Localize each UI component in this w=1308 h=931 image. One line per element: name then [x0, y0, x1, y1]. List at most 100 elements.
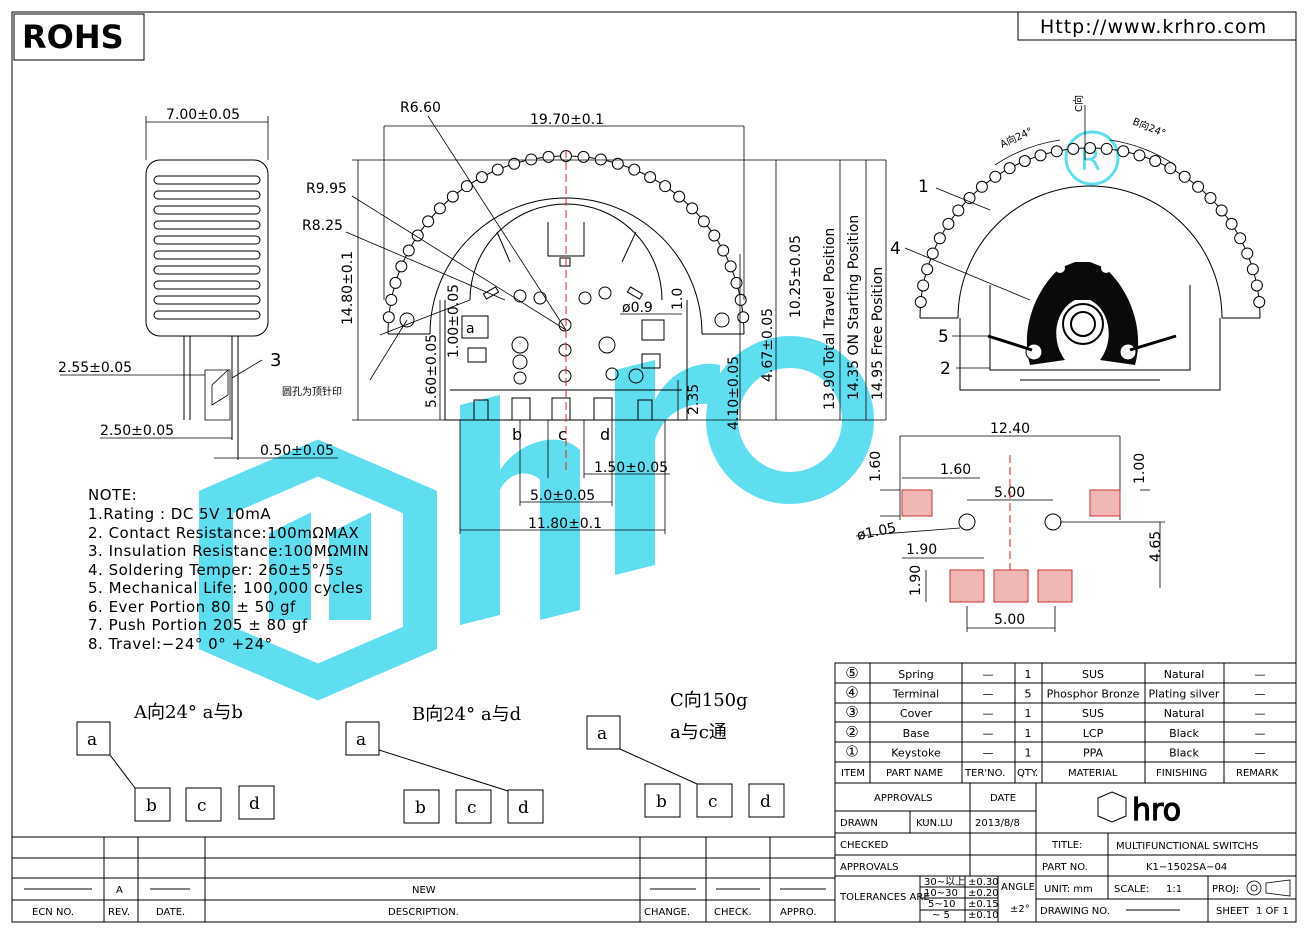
- bom-cell-ter: —: [983, 746, 994, 759]
- tb-partno-label: PART NO.: [1042, 862, 1088, 873]
- bom-cell-remark: —: [1255, 746, 1266, 759]
- pcb-100: 1.00: [1132, 453, 1148, 484]
- tb-checked: CHECKED: [840, 840, 889, 851]
- dim-255: 2.55±0.05: [58, 360, 132, 376]
- tol-range: 10~30: [924, 888, 958, 899]
- bom-cell-remark: —: [1255, 668, 1266, 681]
- tb-drawing-no: DRAWING NO.: [1040, 906, 1110, 917]
- bom-cell-remark: —: [1255, 727, 1266, 740]
- tb-partno: K1−1502SA−04: [1146, 862, 1227, 873]
- state-c-caption-2: a与c通: [670, 722, 727, 743]
- pcb-layout: 12.40 1.60 1.60 1.00 5.00 ø1.05 4.65 1.9…: [856, 421, 1165, 632]
- state-b-caption: B向24° a与d: [412, 704, 521, 725]
- bom-hdr-material: MATERIAL: [1068, 768, 1118, 779]
- state-c-caption-1: C向150g: [670, 690, 748, 711]
- dim-1025: 10.25±0.05: [788, 235, 804, 318]
- callout-2: 2: [940, 359, 951, 379]
- bom-cell-item: ⑤: [845, 664, 858, 682]
- tol-value: ±0.10: [968, 910, 999, 921]
- hdr-ecn: ECN NO.: [32, 907, 74, 918]
- tb-sheet: SHEET: [1216, 906, 1250, 917]
- bom-cell-finish: Natural: [1164, 668, 1205, 681]
- bom-cell-qty: 1: [1025, 727, 1032, 740]
- tb-drawn: DRAWN: [840, 818, 878, 829]
- state-b-d: d: [518, 798, 529, 818]
- state-a-b: b: [146, 796, 157, 816]
- state-a-d: d: [249, 794, 260, 814]
- pad: [901, 489, 933, 517]
- tb-scale: 1:1: [1166, 884, 1182, 895]
- website-url: Http://www.krhro.com: [1040, 16, 1267, 38]
- tb-approvals: APPROVALS: [874, 793, 933, 804]
- revision-block: A NEW ECN NO. REV. DATE. DESCRIPTION. CH…: [12, 836, 835, 922]
- dim-250: 2.50±0.05: [100, 423, 174, 439]
- bom-cell-material: SUS: [1082, 707, 1104, 720]
- bom-cell-qty: 1: [1025, 707, 1032, 720]
- bom-cell-qty: 5: [1025, 688, 1032, 701]
- pad: [949, 569, 985, 603]
- tol-value: ±0.30: [968, 877, 999, 888]
- bom-cell-material: Phosphor Bronze: [1047, 688, 1140, 701]
- note-line: 8. Travel:−24° 0° +24°: [88, 635, 273, 653]
- state-c-a: a: [597, 724, 607, 744]
- bom-cell-ter: —: [983, 727, 994, 740]
- rev-value: A: [116, 885, 123, 896]
- bom-cell-part: Cover: [900, 707, 933, 720]
- dim-100: 1.00±0.05: [446, 284, 462, 358]
- radius-825: R8.25: [302, 218, 343, 234]
- tb-angle: ANGLE: [1001, 882, 1035, 893]
- pcb-465: 4.65: [1148, 531, 1164, 562]
- bom-cell-ter: —: [983, 707, 994, 720]
- state-a-a: a: [87, 730, 97, 750]
- note-line: 7. Push Portion 205 ± 80 gf: [88, 616, 308, 634]
- pcb-190a: 1.90: [906, 542, 937, 558]
- dir-b: B向24°: [1131, 115, 1168, 140]
- tb-tolerances: TOLERANCES ARE: [839, 892, 930, 903]
- bom-hdr-part: PART NAME: [886, 768, 943, 779]
- bom-cell-part: Base: [903, 727, 930, 740]
- free-pos: 14.95 Free Position: [870, 267, 886, 400]
- rohs-box: [13, 13, 145, 61]
- bom-cell-item: ③: [845, 703, 858, 721]
- state-c-b: b: [656, 792, 667, 812]
- rohs-label: ROHS: [22, 18, 124, 56]
- tol-range: 5~10: [928, 899, 955, 910]
- dim-1180: 11.80±0.1: [528, 516, 602, 532]
- tb-title: MULTIFUNCTIONAL SWITCHS: [1116, 841, 1258, 852]
- radius-660: R6.60: [400, 100, 441, 116]
- hdr-desc: DESCRIPTION.: [388, 907, 459, 918]
- side-view: 7.00±0.05 2.55±0.05 2.50±0.05 0.50±0.05 …: [58, 107, 338, 460]
- bom-hdr-item: ITEM: [841, 768, 865, 779]
- bom-cell-item: ①: [845, 742, 858, 760]
- bom-cell-part: Keystoke: [891, 746, 941, 759]
- bom-cell-ter: —: [983, 668, 994, 681]
- note-line: 4. Soldering Temper: 260±5°/5s: [88, 561, 343, 579]
- front-view: 19.70±0.1 R6.60 R9.95 R8.25 14.80±0.1 5.…: [282, 100, 887, 534]
- hdr-check: CHECK.: [714, 907, 752, 918]
- total-travel: 13.90 Total Travel Position: [822, 228, 838, 410]
- bom-cell-qty: 1: [1025, 746, 1032, 759]
- url-box: [1017, 11, 1297, 41]
- internal-view: A向24° C向 B向24° 1 4 5 2: [890, 95, 1266, 391]
- tol-range: ~ 5: [932, 910, 950, 921]
- dim-50: 5.0±0.05: [530, 488, 595, 504]
- note-line: 3. Insulation Resistance:100MΩMIN: [88, 542, 369, 560]
- callout-4: 4: [890, 239, 901, 259]
- bom-cell-material: LCP: [1083, 727, 1104, 740]
- state-a-c: c: [197, 796, 207, 816]
- tb-approvals2: APPROVALS: [840, 862, 899, 873]
- state-diagrams: A向24° a与b a b c d B向24° a与d a b c d C向15…: [76, 690, 785, 824]
- rev-description: NEW: [412, 885, 436, 896]
- bom-cell-finish: Natural: [1164, 707, 1205, 720]
- dim-10: 1.0: [670, 288, 686, 310]
- tb-angle-val: ±2°: [1010, 904, 1030, 915]
- tb-drawn-date: 2013/8/8: [975, 818, 1020, 829]
- bom-cell-ter: —: [983, 688, 994, 701]
- dim-150: 1.50±0.05: [594, 460, 668, 476]
- state-b-b: b: [415, 798, 426, 818]
- tb-title-label: TITLE:: [1051, 840, 1082, 851]
- tol-value: ±0.15: [968, 899, 999, 910]
- pcb-160b: 1.60: [940, 462, 971, 478]
